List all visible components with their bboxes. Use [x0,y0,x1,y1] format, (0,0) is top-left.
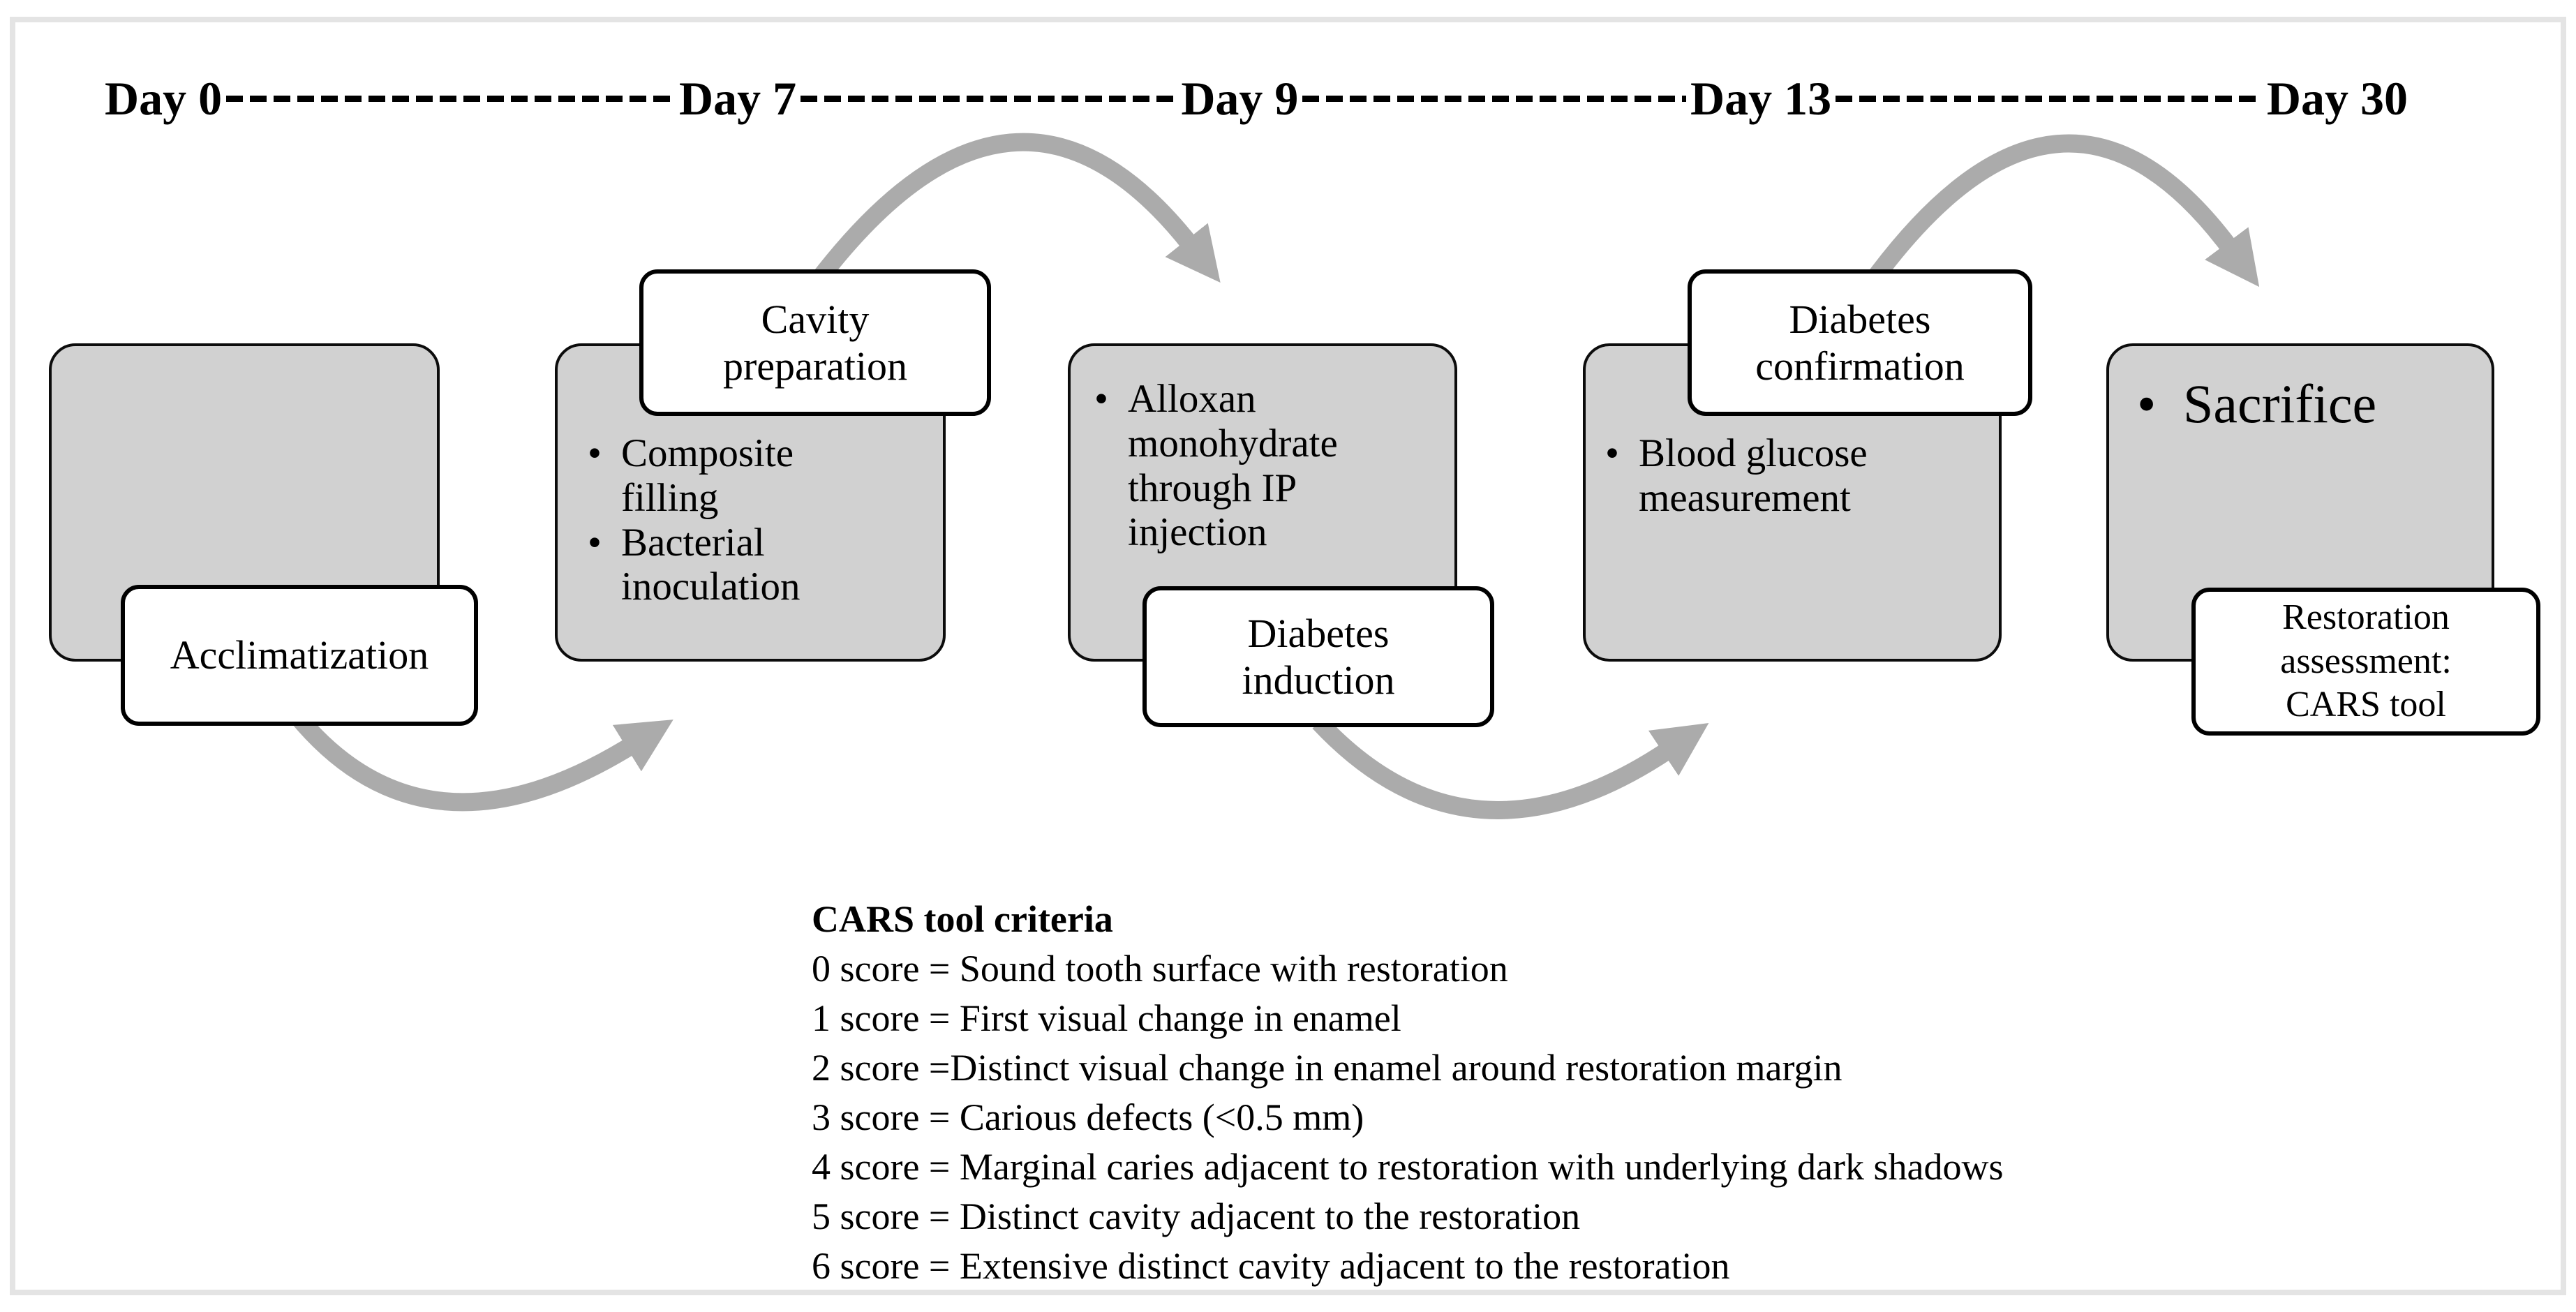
list-item: • Bacterial inoculation [588,521,923,610]
timeline-day-30: Day 30 [2266,71,2408,125]
cars-criteria-line: 3 score = Carious defects (<0.5 mm) [812,1096,1364,1138]
list-item: • Composite filling [588,431,923,521]
list-item: • Blood glucose measurement [1605,431,1982,521]
bullet-text: Blood glucose measurement [1639,431,1868,520]
phase-label-text: Restoration assessment: CARS tool [2280,597,2452,725]
cars-criteria-line: 2 score =Distinct visual change in ename… [812,1047,1842,1089]
timeline-day-0: Day 0 [105,71,223,125]
cars-criteria-line: 5 score = Distinct cavity adjacent to th… [812,1195,1581,1237]
timeline-dashes-3 [1302,95,1686,102]
timeline-dashes-1 [226,95,675,102]
bullet-text: Bacterial inoculation [621,520,801,609]
bullet-text: Composite filling [621,431,794,520]
cars-criteria-line: 6 score = Extensive distinct cavity adja… [812,1245,1730,1287]
timeline: Day 0 Day 7 Day 9 Day 13 Day 30 [105,68,2408,128]
phase-label-text: Cavity preparation [722,296,908,389]
phase-label-diabetes-confirmation: Diabetes confirmation [1688,269,2032,416]
list-item: • Sacrifice [2137,373,2465,434]
phase-label-acclimatization: Acclimatization [121,585,478,726]
phase-label-text: Diabetes confirmation [1755,296,1965,389]
bullet-icon: • [2137,373,2157,434]
curved-arrow-1 [289,709,673,812]
phase-bullets-cavity-preparation: • Composite filling • Bacterial inoculat… [588,431,923,609]
timeline-day-7: Day 7 [679,71,797,125]
bullet-icon: • [1094,377,1108,421]
phase-bullets-diabetes-confirmation: • Blood glucose measurement [1605,431,1982,521]
curved-arrow-2 [812,133,1221,283]
timeline-day-13: Day 13 [1690,71,1832,125]
phase-bullets-diabetes-induction: • Alloxan monohydrate through IP injecti… [1094,377,1422,555]
bullet-text: Alloxan monohydrate through IP injection [1128,377,1338,555]
figure-border-frame [10,17,2566,1295]
list-item: • Alloxan monohydrate through IP injecti… [1094,377,1422,555]
phase-bullets-sacrifice: • Sacrifice [2137,373,2465,434]
cars-criteria-title: CARS tool criteria [812,898,1113,940]
phase-label-text: Acclimatization [170,632,429,678]
phase-label-text: Diabetes induction [1242,610,1395,703]
bullet-icon: • [588,520,602,565]
phase-label-diabetes-induction: Diabetes induction [1142,586,1494,727]
timeline-dashes-4 [1836,95,2263,102]
phase-label-cavity-preparation: Cavity preparation [639,269,991,416]
bullet-icon: • [1605,431,1619,475]
timeline-dashes-2 [801,95,1177,102]
cars-criteria-block: CARS tool criteria 0 score = Sound tooth… [812,895,2003,1291]
bullet-text: Sacrifice [2183,373,2377,434]
phase-label-restoration-assessment: Restoration assessment: CARS tool [2191,588,2540,736]
cars-criteria-line: 4 score = Marginal caries adjacent to re… [812,1146,2004,1188]
timeline-day-9: Day 9 [1181,71,1299,125]
curved-arrow-3 [1312,716,1709,819]
bullet-icon: • [588,431,602,475]
curved-arrow-4 [1866,134,2260,288]
cars-criteria-line: 1 score = First visual change in enamel [812,997,1401,1039]
cars-criteria-line: 0 score = Sound tooth surface with resto… [812,948,1508,990]
